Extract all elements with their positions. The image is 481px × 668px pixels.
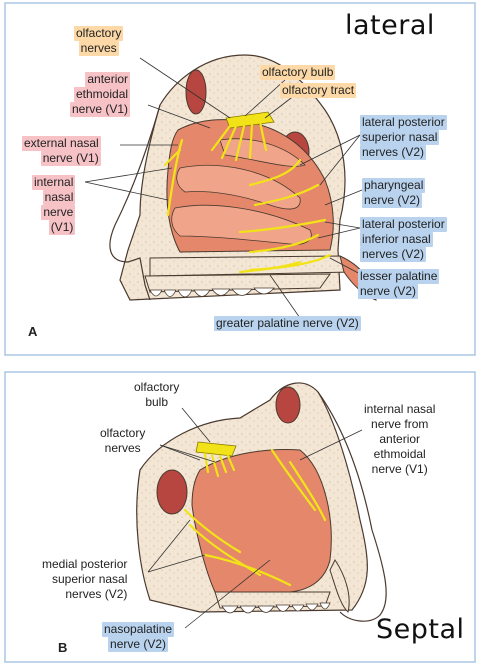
panel-b-letter: B bbox=[58, 640, 67, 655]
panel-b-sphenoid-sinus bbox=[157, 470, 187, 514]
label-a-olfactory-tract: olfactory tract bbox=[280, 83, 356, 98]
label-a-greater-palatine: greater palatine nerve (V2) bbox=[214, 316, 361, 331]
panel-a-frontal-sinus bbox=[186, 70, 206, 114]
panel-b-frontal-sinus bbox=[276, 387, 300, 423]
panel-a-handwritten-title: lateral bbox=[345, 10, 435, 41]
label-a-olfactory-bulb: olfactory bulb bbox=[260, 65, 335, 80]
panel-a-letter: A bbox=[28, 324, 37, 339]
panel-b-septal-mucosa bbox=[192, 450, 331, 592]
panel-b-handwritten-title: Septal bbox=[376, 614, 465, 645]
